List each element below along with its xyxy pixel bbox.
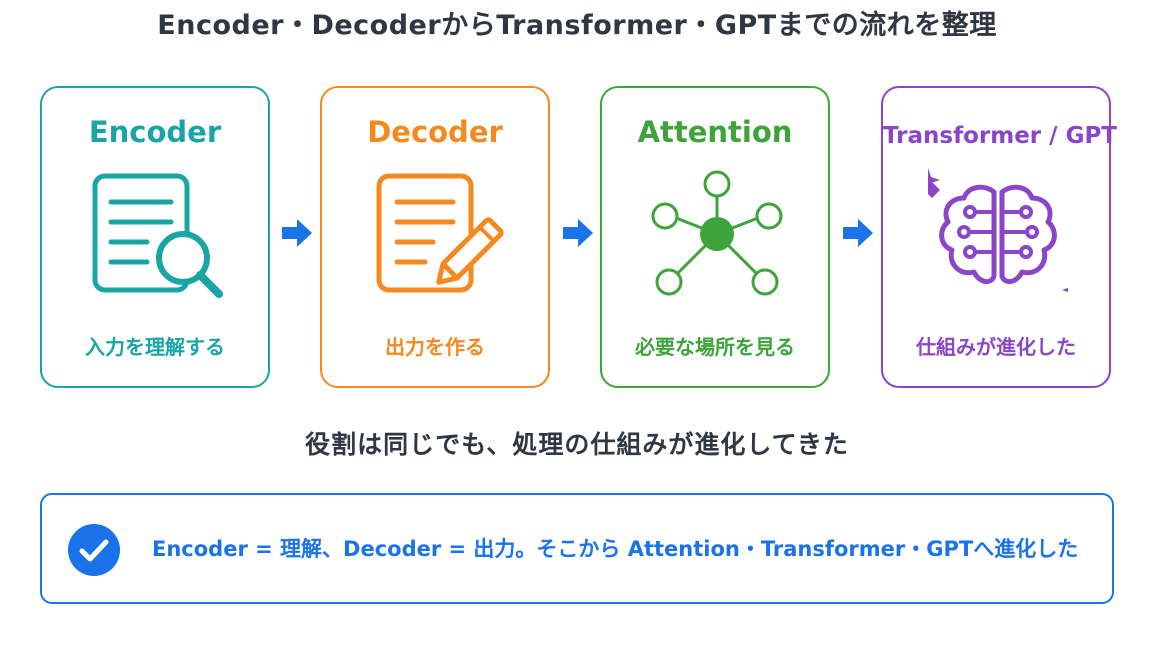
- card-title: Decoder: [367, 115, 503, 149]
- subtitle: 役割は同じでも、処理の仕組みが進化してきた: [305, 430, 849, 459]
- page-title: Encoder・DecoderからTransformer・GPTまでの流れを整理: [157, 10, 997, 41]
- card-decoder: Decoder 出力を作る: [320, 86, 550, 388]
- card-caption: 仕組みが進化した: [916, 335, 1076, 359]
- card-title: Encoder: [88, 115, 222, 149]
- card-encoder: Encoder 入力を理解する: [40, 86, 270, 388]
- brain-circuit-icon: [928, 168, 1068, 292]
- card-caption: 出力を作る: [385, 335, 485, 359]
- document-magnifier-icon: [92, 173, 223, 298]
- card-caption: 必要な場所を見る: [635, 335, 795, 359]
- arrow-right-icon: [282, 219, 312, 247]
- network-nodes-icon: [651, 170, 783, 296]
- card-title: Transformer / GPT: [883, 123, 1117, 149]
- document-pencil-icon: [376, 173, 504, 293]
- card-title: Attention: [637, 115, 793, 149]
- card-transformer-gpt: Transformer / GPT 仕組みが進化した: [881, 86, 1117, 388]
- summary-box: Encoder = 理解、Decoder = 出力。そこから Attention…: [40, 493, 1114, 604]
- check-circle-icon: [68, 524, 120, 576]
- card-caption: 入力を理解する: [85, 335, 225, 359]
- arrow-right-icon: [843, 219, 873, 247]
- arrow-right-icon: [563, 219, 593, 247]
- card-attention: Attention 必要な場所を見る: [600, 86, 830, 388]
- summary-text: Encoder = 理解、Decoder = 出力。そこから Attention…: [152, 537, 1079, 561]
